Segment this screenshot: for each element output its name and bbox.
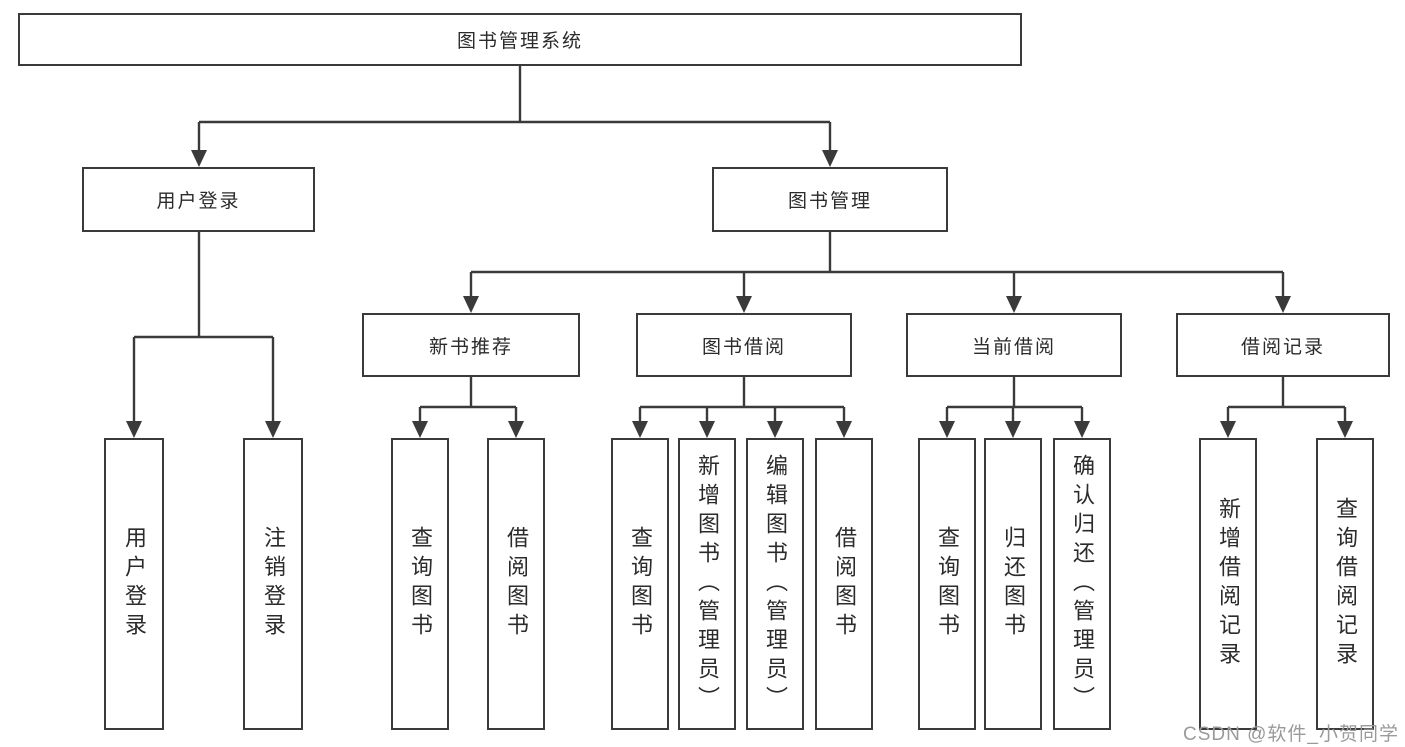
- node-book-management: 图书管理: [712, 167, 948, 232]
- node-new-book-recommend: 新书推荐: [362, 313, 580, 377]
- node-user-login-label: 用户登录: [156, 191, 241, 212]
- leaf-borrow-books-recommend: 借阅图书: [487, 438, 545, 730]
- node-book-borrow: 图书借阅: [636, 313, 852, 377]
- leaf-search-books-borrow: 查询图书: [611, 438, 669, 730]
- leaf-search-books-current: 查询图书: [918, 438, 976, 730]
- leaf-borrow-books-label: 借阅图书: [832, 526, 857, 642]
- leaf-search-books-borrow-label: 查询图书: [628, 526, 653, 642]
- node-new-book-recommend-label: 新书推荐: [428, 336, 513, 358]
- leaf-logout: 注销登录: [243, 438, 303, 730]
- watermark: CSDN @软件_小贺同学: [1183, 724, 1399, 745]
- leaf-search-borrow-record: 查询借阅记录: [1316, 438, 1374, 730]
- leaf-add-books-admin-label: 新增图书（管理员）: [695, 453, 720, 715]
- leaf-return-books: 归还图书: [984, 438, 1042, 730]
- leaf-return-books-label: 归还图书: [1001, 526, 1026, 642]
- node-root-system: 图书管理系统: [18, 13, 1022, 66]
- leaf-user-login: 用户登录: [104, 438, 164, 730]
- leaf-borrow-books: 借阅图书: [815, 438, 873, 730]
- leaf-add-borrow-record: 新增借阅记录: [1199, 438, 1257, 730]
- leaf-confirm-return-admin-label: 确认归还（管理员）: [1070, 453, 1095, 715]
- leaf-search-books-recommend: 查询图书: [391, 438, 449, 730]
- leaf-user-login-label: 用户登录: [122, 526, 147, 642]
- leaf-add-books-admin: 新增图书（管理员）: [678, 438, 736, 730]
- node-current-borrow: 当前借阅: [906, 313, 1122, 377]
- leaf-edit-books-admin-label: 编辑图书（管理员）: [763, 453, 788, 715]
- node-current-borrow-label: 当前借阅: [971, 336, 1056, 358]
- node-borrow-records-label: 借阅记录: [1240, 336, 1325, 358]
- leaf-borrow-books-recommend-label: 借阅图书: [504, 526, 529, 642]
- leaf-add-borrow-record-label: 新增借阅记录: [1216, 497, 1241, 671]
- node-root-label: 图书管理系统: [456, 31, 583, 52]
- leaf-search-books-recommend-label: 查询图书: [408, 526, 433, 642]
- node-book-borrow-label: 图书借阅: [701, 336, 786, 358]
- node-book-management-label: 图书管理: [787, 191, 872, 212]
- leaf-logout-label: 注销登录: [261, 526, 286, 642]
- leaf-search-books-current-label: 查询图书: [935, 526, 960, 642]
- leaf-confirm-return-admin: 确认归还（管理员）: [1053, 438, 1111, 730]
- arrowhead-icons: [126, 150, 1353, 438]
- node-borrow-records: 借阅记录: [1176, 313, 1390, 377]
- leaf-edit-books-admin: 编辑图书（管理员）: [746, 438, 804, 730]
- node-user-login: 用户登录: [82, 167, 315, 232]
- leaf-search-borrow-record-label: 查询借阅记录: [1333, 497, 1358, 671]
